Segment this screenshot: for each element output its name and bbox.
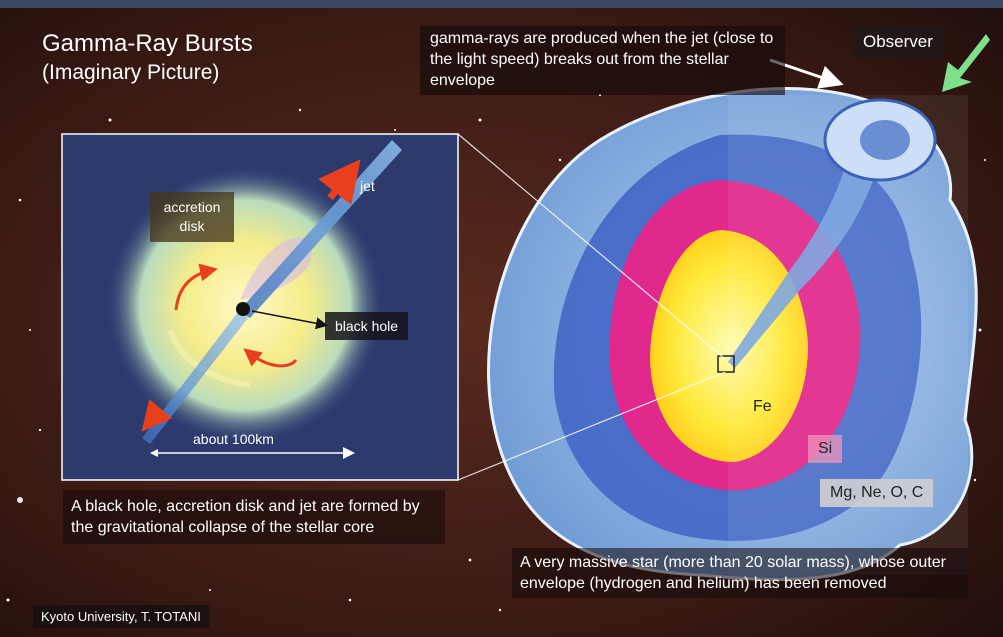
observer-label: Observer [853,26,943,58]
rotation-arrow-lower [243,348,298,368]
title-text: Gamma-Ray Bursts [42,30,253,57]
inset-jet-up [238,140,402,318]
mg-ne-o-c-label: Mg, Ne, O, C [820,479,934,507]
zoom-line-top [457,133,726,360]
fe-core [650,230,808,462]
inset-caption: A black hole, accretion disk and jet are… [63,490,445,544]
gamma-note: gamma-rays are produced when the jet (cl… [420,26,785,95]
black-hole [236,302,250,316]
fe-label: Fe [753,398,772,415]
credit-label: Kyoto University, T. TOTANI [33,605,209,628]
black-hole-pointer [251,310,328,330]
rotation-arrow-upper [174,263,218,311]
zoom-line-bottom [457,371,726,481]
page-title: Gamma-Ray Bursts (Imaginary Picture) [42,28,253,87]
star-jet [728,150,880,368]
star-caption: A very massive star (more than 20 solar … [512,548,968,598]
subtitle-text: (Imaginary Picture) [42,61,220,84]
black-hole-label: black hole [325,312,409,340]
top-border [0,0,1003,8]
jet-label: jet [360,178,375,194]
jet-direction-arrow-up [318,158,361,205]
si-label: Si [808,435,843,463]
stars [6,93,986,612]
jet-direction-arrow-down [141,399,173,432]
observer-arrow [942,34,990,92]
core-zoom-box [717,355,735,373]
inset-panel [61,133,459,481]
scale-label: about 100km [193,431,274,447]
accretion-disk-label: accretion disk [150,192,234,242]
